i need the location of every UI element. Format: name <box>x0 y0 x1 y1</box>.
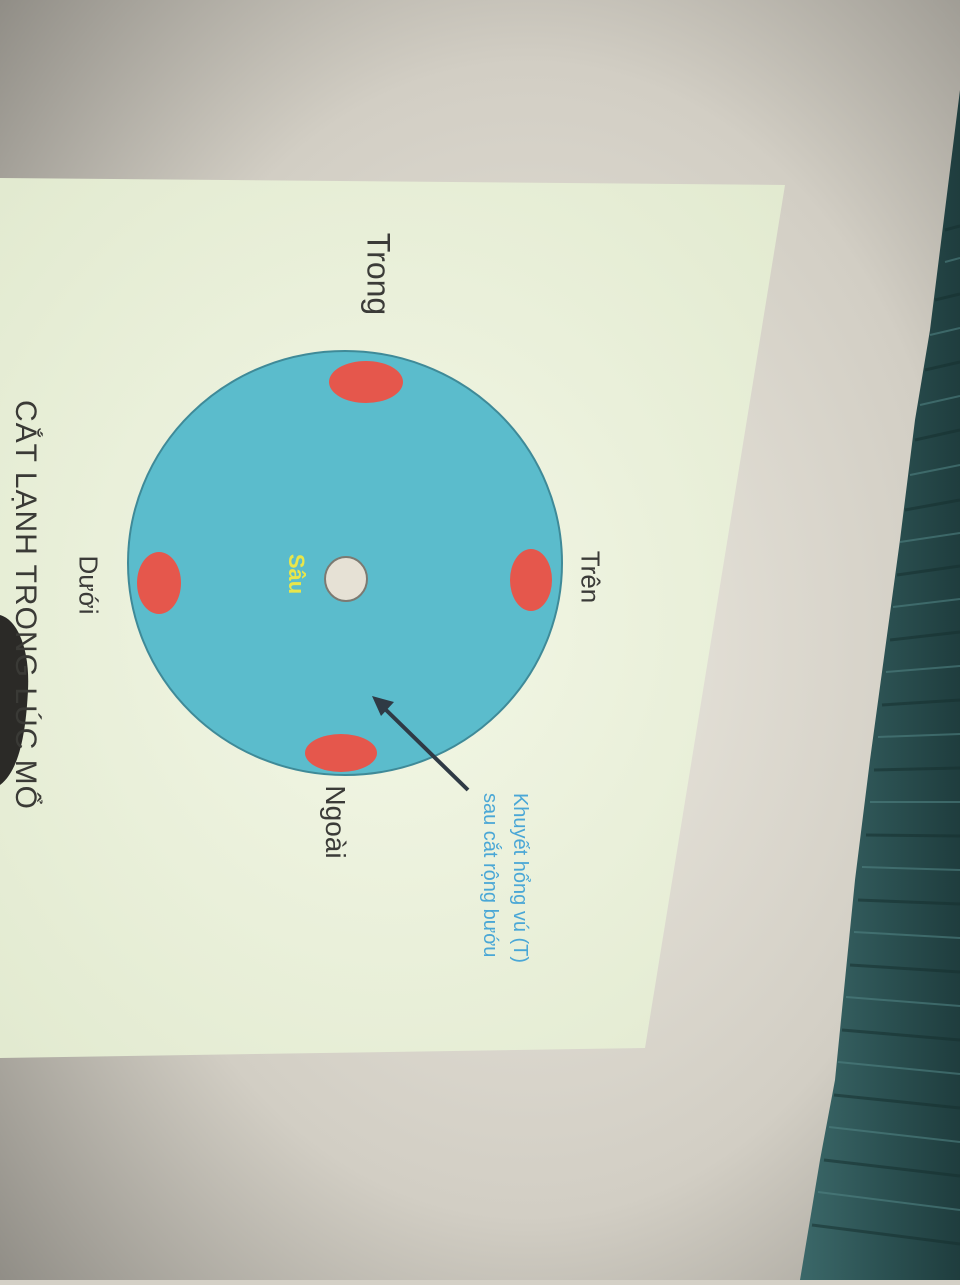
label-bottom: Dưới <box>73 555 104 615</box>
annotation-line-2: sau cắt rộng bướu <box>479 792 501 958</box>
label-outer: Ngoài <box>320 785 351 859</box>
audience-head-silhouette <box>0 615 29 785</box>
arrow-icon <box>372 696 470 792</box>
label-top: Trên <box>575 550 606 604</box>
margin-spot-bottom <box>137 552 181 614</box>
label-deep: Sâu <box>284 553 309 595</box>
margin-spot-top <box>510 549 552 611</box>
annotation-line-1: Khuyết hổng vú (T) <box>509 792 531 964</box>
margin-spot-inner <box>329 361 403 403</box>
margin-spot-outer <box>305 734 377 772</box>
center-spot <box>324 556 368 602</box>
curtain <box>800 90 960 1280</box>
defect-annotation: Khuyết hổng vú (T) sau cắt rộng bướu <box>475 793 535 963</box>
slide-caption: CẮT LẠNH TRONG LÚC MỔ <box>9 400 42 810</box>
label-inner: Trong <box>360 232 397 316</box>
